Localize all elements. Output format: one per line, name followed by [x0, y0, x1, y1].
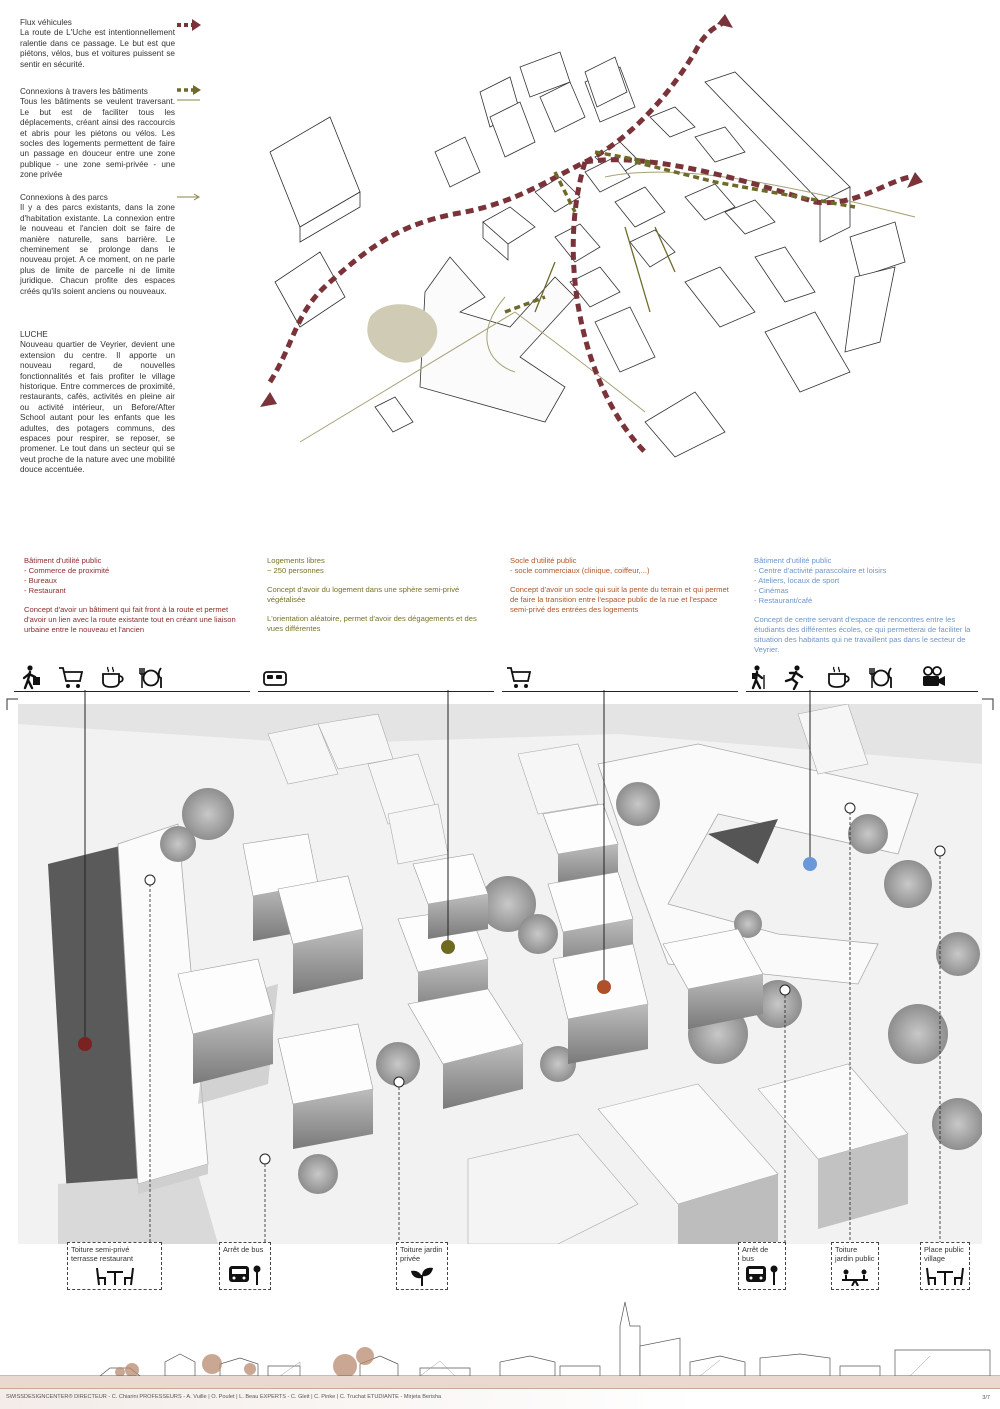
column-line: Bâtiment d'utilité public	[24, 556, 102, 565]
thin-olive-arrow-icon	[177, 193, 200, 201]
plate-cutlery-icon	[869, 667, 892, 688]
bus-stop-icon	[229, 1265, 261, 1285]
pin-label: Toiture jardin privée	[400, 1245, 443, 1263]
legend-title: LUCHE	[20, 330, 48, 339]
pin-label: Toiture jardin public	[835, 1245, 875, 1263]
marker-housing	[441, 940, 455, 954]
pin-label: Arrêt de bus	[742, 1245, 769, 1263]
column-line: - Cinémas	[754, 586, 789, 595]
pin-label: Arrêt de bus	[223, 1245, 264, 1254]
legend-text: Tous les bâtiments se veulent traversant…	[20, 97, 175, 180]
page-number: 3/7	[982, 1395, 990, 1401]
leader-line-stubs	[84, 690, 811, 706]
column-line: Logements libres	[267, 556, 325, 565]
icon-baseline-4	[746, 691, 978, 692]
pin-bus-stop-east: Arrêt de bus	[738, 1242, 786, 1290]
column-line: Concept d'avoir du logement dans une sph…	[267, 585, 460, 604]
pin-rooftop-restaurant-terrace: Toiture semi-privé terrasse restaurant	[67, 1242, 162, 1290]
site-model-photo	[18, 704, 982, 1244]
column-line: ~ 250 personnes	[267, 566, 324, 575]
crop-mark	[6, 698, 18, 710]
column-line: L'orientation aléatoire, permet d'avoir …	[267, 614, 477, 633]
legend-title: Connexions à des parcs	[20, 193, 108, 202]
coffee-cup-icon	[828, 666, 850, 688]
programme-column-housing: Logements libres ~ 250 personnes Concept…	[267, 556, 492, 634]
icon-baseline-1	[14, 691, 250, 692]
column-line: Concept d'avoir un socle qui suit la pen…	[510, 585, 729, 614]
programme-column-activity-centre: Bâtiment d'utilité public - Centre d'act…	[754, 556, 979, 655]
walking-person-icon	[22, 665, 40, 690]
marker-public-west	[78, 1037, 92, 1051]
legend-title: Connexions à travers les bâtiments	[20, 87, 148, 96]
column-spacer	[267, 605, 492, 614]
dashed-dark-red-arrow-icon	[177, 19, 201, 31]
crop-mark	[982, 698, 994, 710]
legend-title: Flux véhicules	[20, 18, 72, 27]
legend-vehicle-flow: Flux véhicules La route de L'Uche est in…	[20, 18, 175, 70]
column-line: - Restaurant/café	[754, 596, 813, 605]
programme-column-public-west: Bâtiment d'utilité public - Commerce de …	[24, 556, 249, 635]
pin-bus-stop-west: Arrêt de bus	[219, 1242, 271, 1290]
legend-text: Il y a des parcs existants, dans la zone…	[20, 203, 175, 296]
film-camera-icon	[923, 666, 945, 686]
pin-label: Toiture semi-privé terrasse restaurant	[71, 1245, 134, 1263]
bed-icon	[263, 671, 287, 686]
table-chairs-icon	[95, 1267, 134, 1286]
programme-column-commercial-base: Socle d'utilité public - socle commercia…	[510, 556, 735, 615]
column-spacer	[510, 576, 735, 585]
column-line: Socle d'utilité public	[510, 556, 577, 565]
pin-label: Place public village	[924, 1245, 964, 1263]
column-line: Concept d'avoir un bâtiment qui fait fro…	[24, 605, 236, 634]
column-line: Bâtiment d'utilité public	[754, 556, 832, 565]
column-spacer	[267, 576, 492, 585]
column-line: - Ateliers, locaux de sport	[754, 576, 840, 585]
column-spacer	[24, 596, 249, 605]
model-rendering	[18, 704, 982, 1244]
icon-baseline-2	[258, 691, 494, 692]
pin-village-public-square: Place public village	[920, 1242, 970, 1290]
column-line: - Commerce de proximité	[24, 566, 110, 575]
column-line: - socle commerciaux (clinique, coiffeur,…	[510, 566, 650, 575]
marker-commercial-base	[597, 980, 611, 994]
running-person-icon	[784, 665, 804, 690]
legend-text: La route de L'Uche est intentionnellemen…	[20, 28, 175, 69]
legend-luche: LUCHE Nouveau quartier de Veyrier, devie…	[20, 330, 175, 476]
playground-icon	[842, 1269, 868, 1286]
hiker-icon	[751, 665, 765, 690]
marker-activity-centre	[803, 857, 817, 871]
bus-stop-icon	[746, 1265, 778, 1285]
axonometric-site-diagram	[260, 14, 923, 458]
icon-baseline-3	[502, 691, 738, 692]
pin-public-roof-garden: Toiture jardin public	[831, 1242, 879, 1290]
coffee-cup-icon	[102, 666, 124, 688]
plate-cutlery-icon	[139, 667, 162, 688]
legend-park-connections: Connexions à des parcs Il y a des parcs …	[20, 193, 175, 297]
credits-text: SWISSDESIGNCENTER® DIRECTEUR - C. Chiari…	[6, 1394, 442, 1400]
dashed-olive-arrow-icon	[177, 85, 201, 101]
legend-text: Nouveau quartier de Veyrier, devient une…	[20, 340, 175, 475]
pin-private-roof-garden: Toiture jardin privée	[396, 1242, 448, 1290]
village-section-skyline	[0, 1301, 1000, 1388]
column-line: - Centre d'activité parascolaire et lois…	[754, 566, 887, 575]
column-line: Concept de centre servant d'espace de re…	[754, 615, 971, 654]
shopping-cart-icon	[59, 667, 84, 688]
column-spacer	[754, 606, 979, 615]
credits-footer: SWISSDESIGNCENTER® DIRECTEUR - C. Chiari…	[0, 1388, 1000, 1409]
sprout-icon	[411, 1267, 433, 1286]
table-chairs-icon	[926, 1267, 964, 1286]
legend-building-connections: Connexions à travers les bâtiments Tous …	[20, 87, 175, 181]
shopping-cart-icon	[507, 667, 532, 688]
column-line: - Bureaux	[24, 576, 57, 585]
column-line: - Restaurant	[24, 586, 66, 595]
